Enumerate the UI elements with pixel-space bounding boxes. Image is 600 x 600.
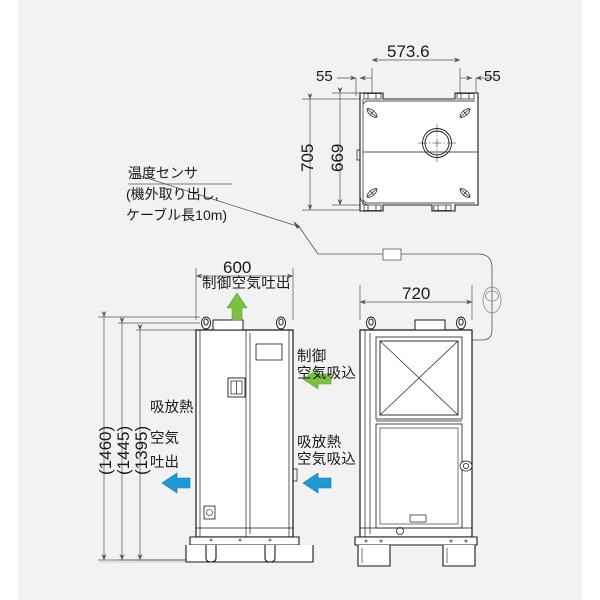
front-view-outlet-arrow-up (226, 292, 248, 321)
top-view-detail (356, 93, 478, 211)
sensor-leader-and-cable (127, 171, 502, 341)
front-view-width-dim-label: 600 (223, 258, 252, 277)
side-view-width-dim-label: 720 (402, 284, 431, 303)
top-view-eyebolts (366, 108, 471, 198)
top-view-width-dim-label: 573.6 (387, 42, 430, 61)
front-view-base (185, 536, 314, 563)
front-view-side-outlet-label-line3: 吐出 (150, 455, 179, 471)
sensor-note-line1: 温度センサ (128, 165, 198, 181)
front-view-outlet-arrow-left (161, 472, 191, 494)
side-view-base-detail (361, 539, 468, 563)
side-view-detail (360, 319, 473, 537)
front-view-eyebolts (201, 316, 286, 330)
front-view-width-dimension (195, 268, 294, 320)
heat-intake-arrow (302, 472, 332, 494)
top-view-dimensions (302, 57, 495, 211)
front-view-height-dimensions (98, 311, 200, 561)
heat-intake-label-line2: 空気吸込 (297, 452, 357, 468)
front-view-side-outlet-label-line1: 吸放熱 (150, 400, 194, 416)
top-view-right-offset-label: 55 (484, 68, 501, 85)
top-view-left-offset-label: 55 (316, 68, 333, 85)
sensor-note-line2: (機外取り出し, (126, 186, 219, 202)
front-view-base-detail (186, 538, 313, 563)
sensor-note-line3: ケーブル長10m) (126, 207, 228, 223)
top-view-port (418, 124, 456, 162)
front-view-detail (196, 319, 298, 537)
heat-intake-label-line1: 吸放熱 (297, 435, 342, 451)
top-view-depth-outer-label: 705 (298, 143, 317, 172)
front-view-top-outlet-label: 制御空気吐出 (202, 276, 291, 292)
control-intake-label-line1: 制御 (297, 349, 327, 365)
front-view-side-outlet-label-line2: 空気 (150, 431, 179, 447)
side-view-eyebolts (366, 316, 466, 330)
side-view-base (354, 536, 478, 567)
control-intake-label-line2: 空気吸込 (297, 366, 357, 382)
side-view-width-dimension (359, 285, 473, 320)
top-view-depth-inner-label: 669 (328, 143, 347, 172)
control-intake-arrow (302, 368, 332, 390)
